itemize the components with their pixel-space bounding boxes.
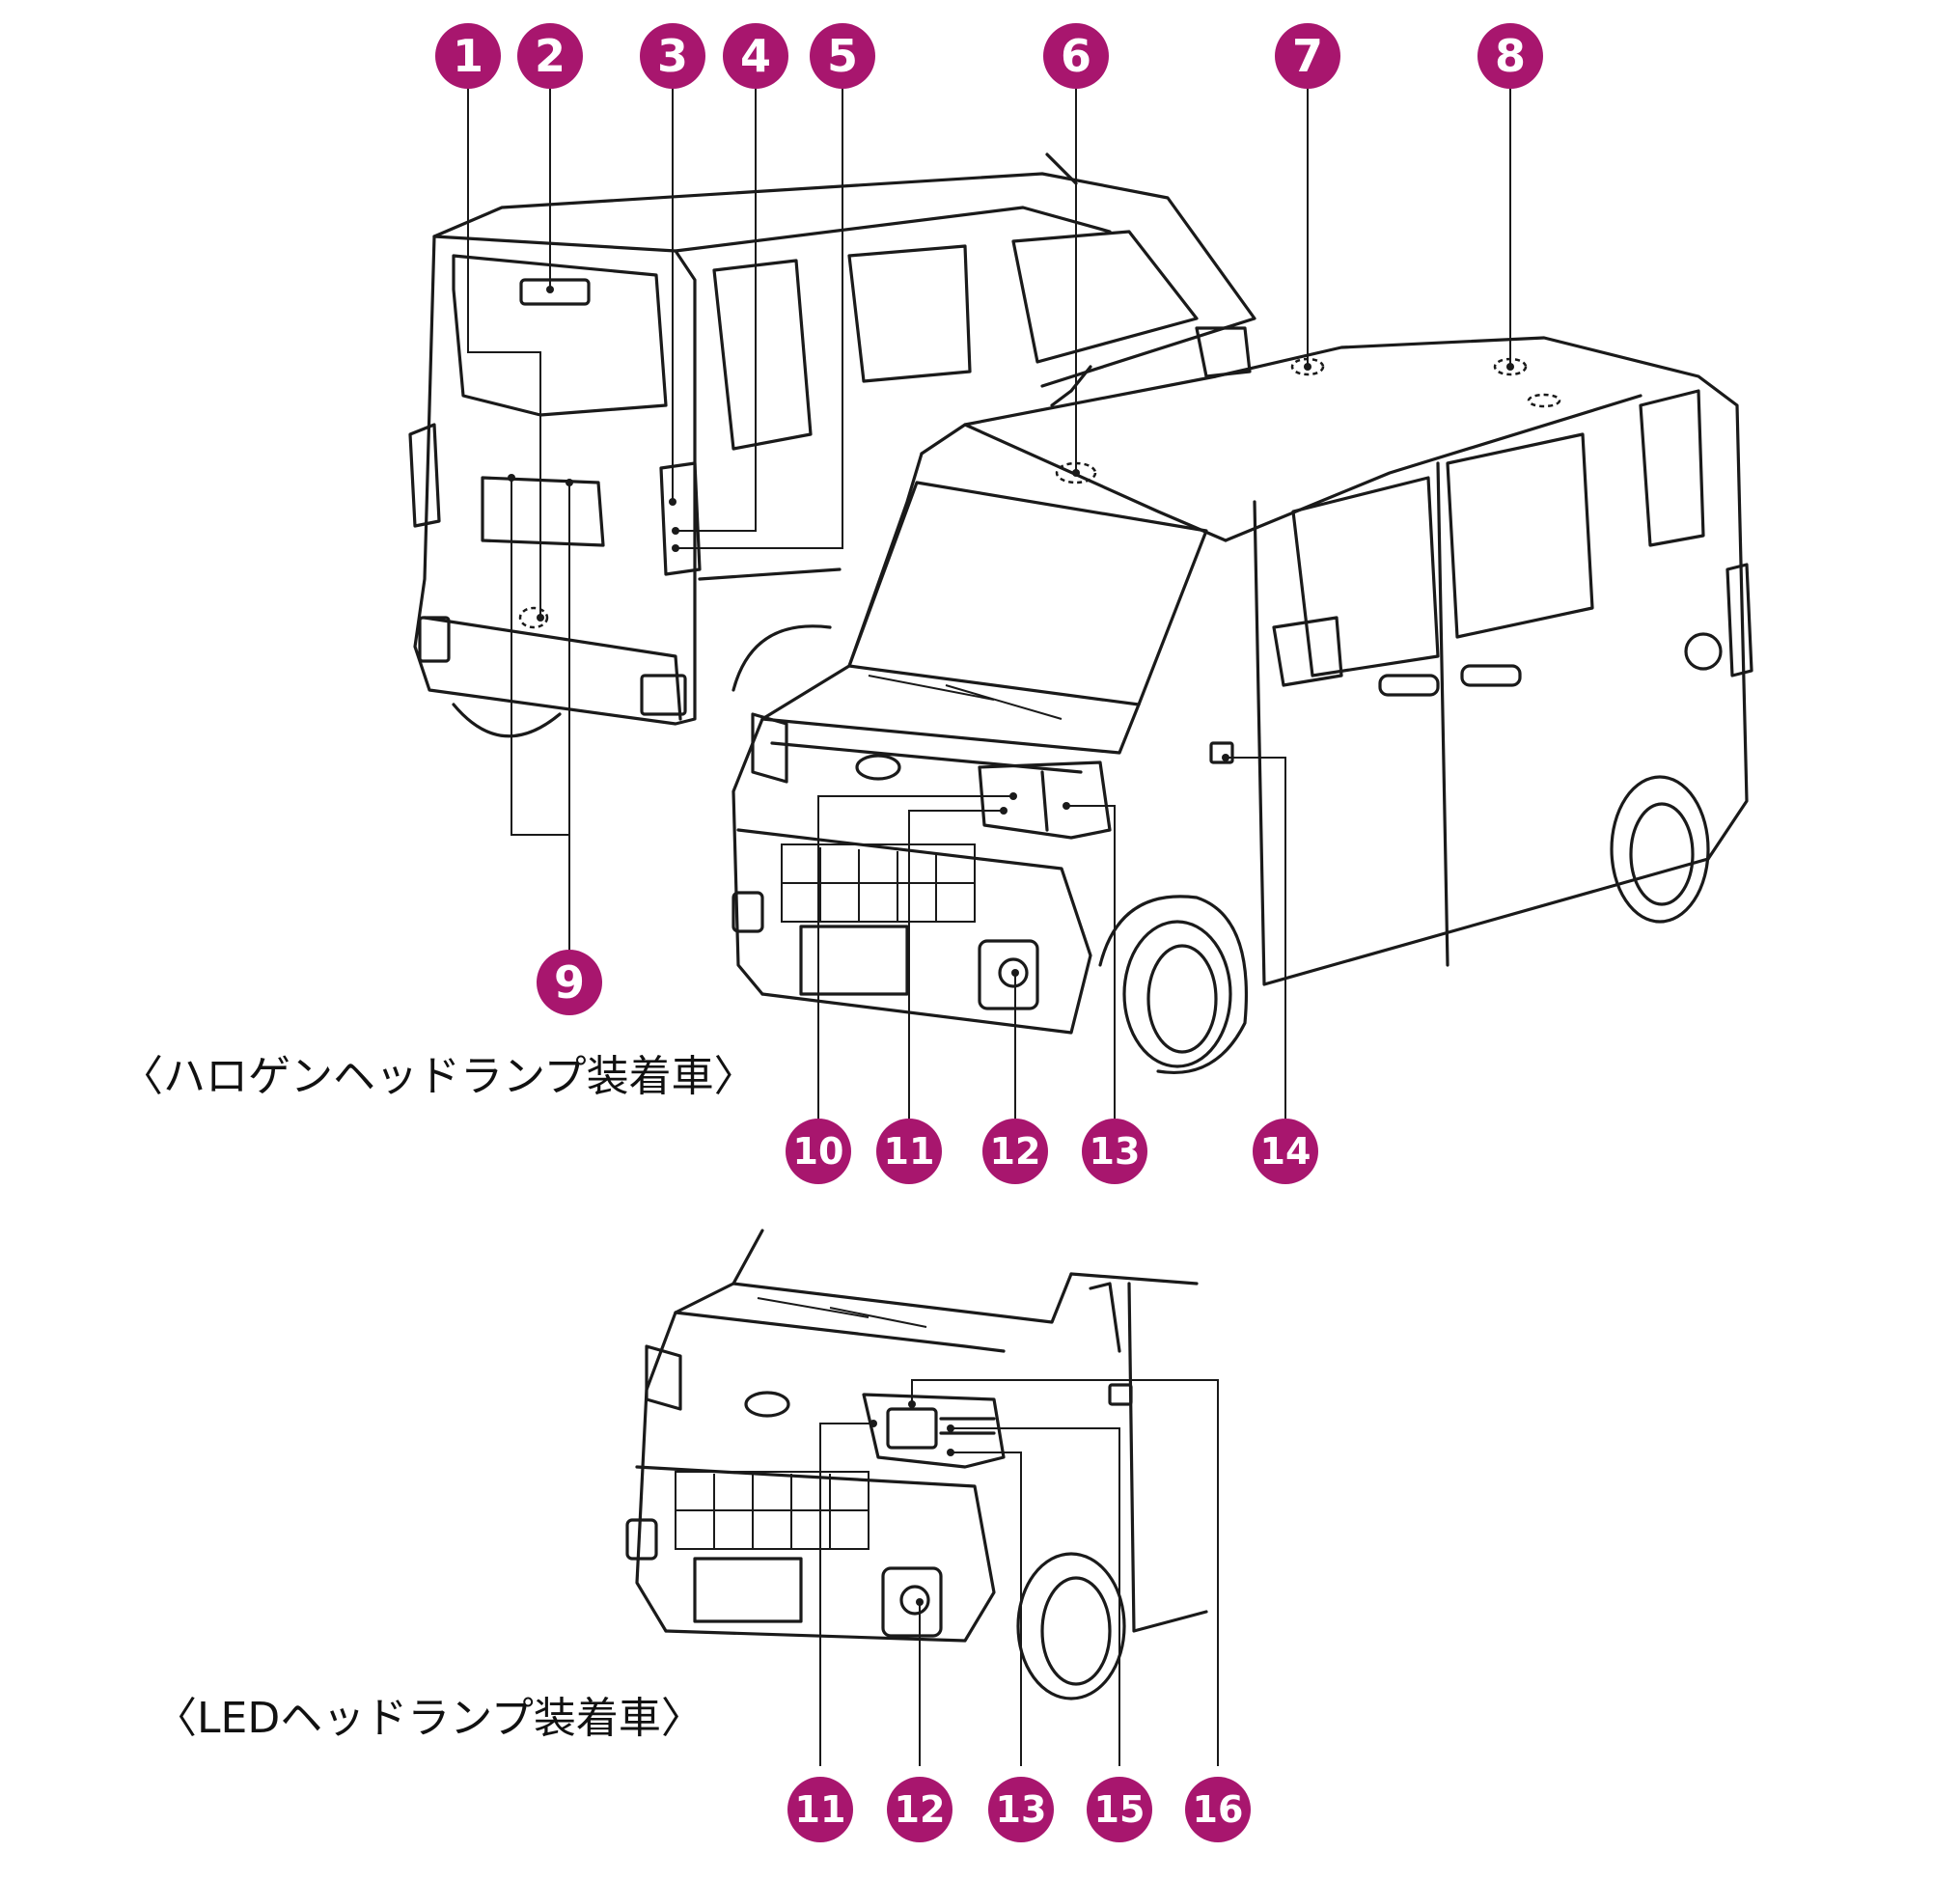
callout-badge-4: 4 — [723, 23, 788, 89]
callout-badge-14: 14 — [1253, 1119, 1318, 1184]
callout-badge-led-12: 12 — [887, 1777, 952, 1842]
svg-text:8: 8 — [1495, 30, 1526, 82]
leader-lines — [467, 82, 1514, 1766]
svg-text:15: 15 — [1094, 1788, 1146, 1831]
svg-text:3: 3 — [657, 30, 688, 82]
callout-badge-8: 8 — [1477, 23, 1543, 89]
svg-text:11: 11 — [884, 1130, 935, 1173]
svg-text:6: 6 — [1061, 30, 1091, 82]
rear-van-illustration — [408, 152, 1256, 738]
callout-badge-3: 3 — [640, 23, 705, 89]
callout-badge-led-13: 13 — [988, 1777, 1054, 1842]
callout-badge-13: 13 — [1082, 1119, 1147, 1184]
svg-text:13: 13 — [1090, 1130, 1141, 1173]
svg-text:14: 14 — [1260, 1130, 1311, 1173]
callout-badges: 1 2 3 4 5 6 7 8 9 10 11 12 13 14 11 12 1… — [435, 23, 1543, 1842]
svg-text:16: 16 — [1193, 1788, 1244, 1831]
svg-text:12: 12 — [990, 1130, 1041, 1173]
front-van-illustration — [732, 336, 1753, 1074]
callout-badge-led-15: 15 — [1087, 1777, 1152, 1842]
callout-badge-5: 5 — [810, 23, 875, 89]
svg-text:13: 13 — [996, 1788, 1047, 1831]
svg-text:11: 11 — [795, 1788, 846, 1831]
callout-badge-led-16: 16 — [1185, 1777, 1251, 1842]
svg-text:9: 9 — [554, 956, 585, 1009]
callout-badge-10: 10 — [786, 1119, 851, 1184]
callout-badge-11: 11 — [876, 1119, 942, 1184]
callout-badge-led-11: 11 — [787, 1777, 853, 1842]
svg-text:10: 10 — [793, 1130, 844, 1173]
svg-text:4: 4 — [740, 30, 771, 82]
caption-led: 〈LEDヘッドランプ装着車〉 — [154, 1694, 704, 1743]
callout-badge-9: 9 — [537, 950, 602, 1015]
led-van-illustration — [625, 1229, 1208, 1700]
callout-badge-7: 7 — [1275, 23, 1340, 89]
callout-badge-2: 2 — [517, 23, 583, 89]
svg-text:1: 1 — [453, 30, 483, 82]
svg-text:12: 12 — [895, 1788, 946, 1831]
svg-text:7: 7 — [1292, 30, 1323, 82]
caption-halogen: 〈ハロゲンヘッドランプ装着車〉 — [121, 1052, 757, 1101]
callout-badge-6: 6 — [1043, 23, 1109, 89]
callout-badge-1: 1 — [435, 23, 501, 89]
callout-badge-12: 12 — [982, 1119, 1048, 1184]
svg-text:2: 2 — [535, 30, 566, 82]
svg-text:5: 5 — [827, 30, 858, 82]
